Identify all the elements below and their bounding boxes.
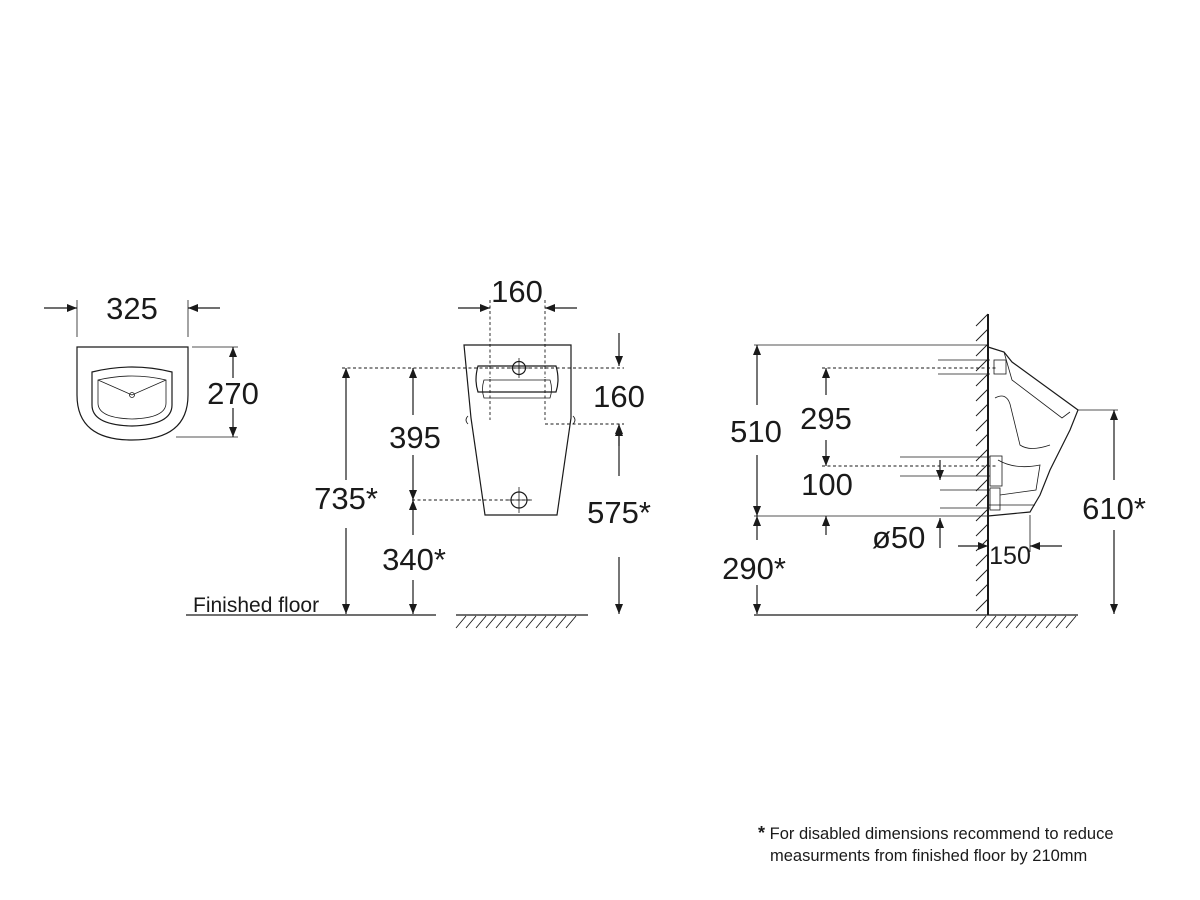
front-view: 160 160 575* 395 340* 735* [186,274,651,629]
footnote-star: * [758,823,766,843]
wall-hatch [975,313,989,612]
base-height-dimension: 290* [722,551,786,586]
top-view-inner-rim [97,375,167,420]
front-view-inlet-cutout [475,365,559,393]
top-view-drain [129,392,135,398]
side-overall-dimension: 510 [730,414,782,449]
top-view-outline [76,346,189,441]
width-dimension: 325 [106,291,158,326]
depth-dimension: 270 [207,376,259,411]
inlet-height-dimension: 575* [587,495,651,530]
outlet-height-dimension: 340* [382,542,446,577]
top-view-bowl [91,366,173,427]
rim-height-dimension: 610* [1082,491,1146,526]
overall-height-dimension: 735* [314,481,378,516]
inlet-drop-dimension: 160 [593,379,645,414]
side-view-outline [987,346,1079,517]
waste-offset-dimension: 150 [989,542,1031,570]
top-view: 325 270 [44,291,259,441]
footnote-line-1: For disabled dimensions recommend to red… [769,825,1114,843]
side-view: 510 290* 295 100 ø50 150 610* [722,313,1146,629]
side-floor-hatch [975,615,1077,629]
front-floor-hatch [455,615,577,629]
footnote: * For disabled dimensions recommend to r… [758,822,1188,867]
front-view-outline [463,344,572,516]
footnote-line-2: measurments from finished floor by 210mm [770,847,1088,865]
inlet-rise-dimension: 295 [800,401,852,436]
waste-diameter-dimension: ø50 [872,520,925,555]
inlet-outlet-dimension: 395 [389,420,441,455]
finished-floor-label: Finished floor [193,594,319,617]
spacing-dimension: 100 [801,467,853,502]
inlet-spacing-dimension: 160 [491,274,543,309]
